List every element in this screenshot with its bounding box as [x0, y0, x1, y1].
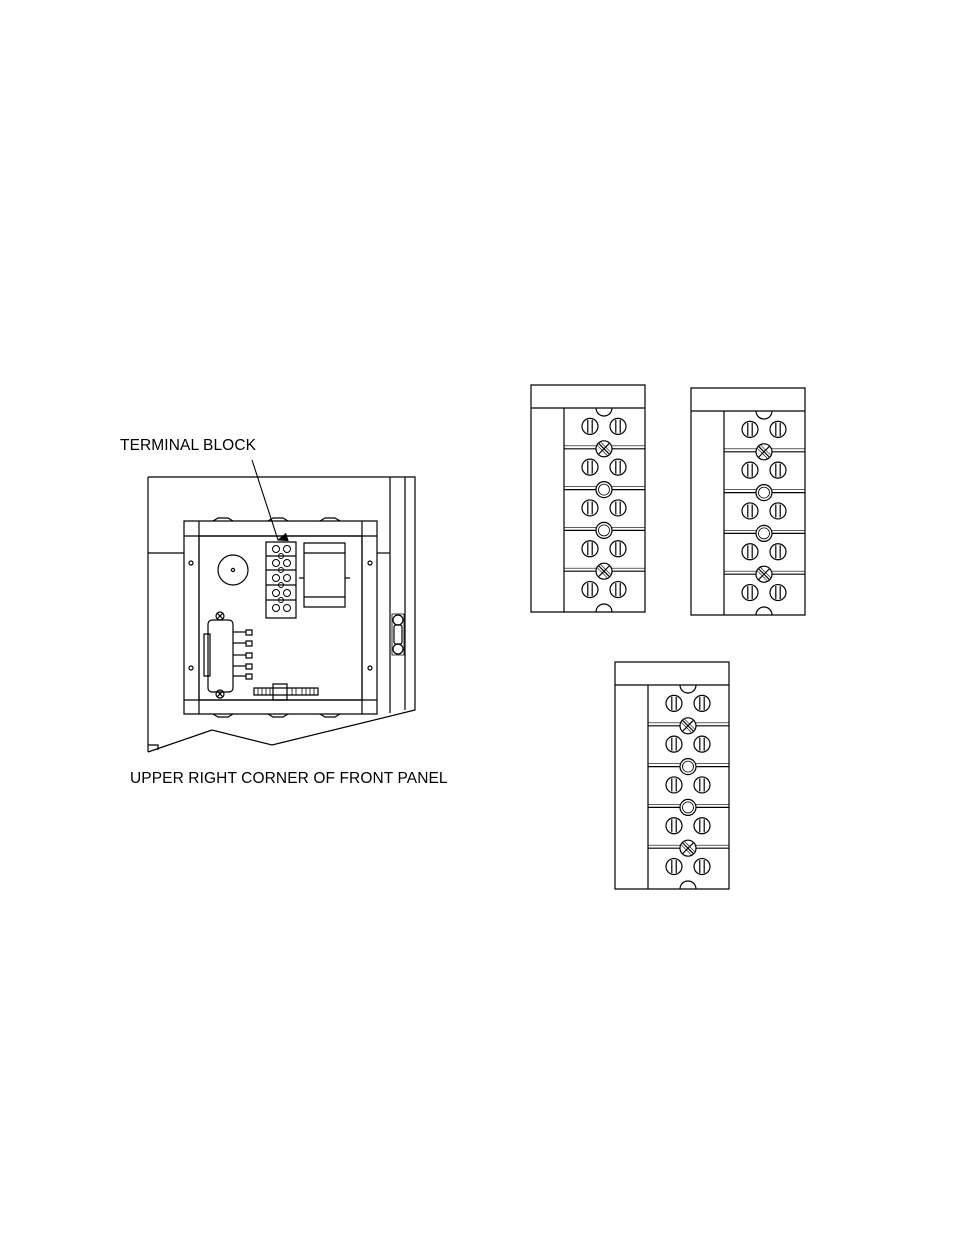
plain-screw-2 [680, 759, 696, 775]
round-component [218, 555, 248, 585]
slot-screw-right-5 [694, 859, 710, 875]
cross-screw-1 [680, 718, 696, 734]
slot-screw-right-2 [694, 736, 710, 752]
plain-screw-2 [756, 485, 772, 501]
slot-screw-left-5 [582, 582, 598, 598]
plain-screw-3 [756, 525, 772, 541]
slot-screw-left-3 [582, 500, 598, 516]
slot-screw-right-1 [694, 695, 710, 711]
plain-screw-2 [596, 482, 612, 498]
slot-screw-right-1 [610, 418, 626, 434]
plain-screw-3 [596, 522, 612, 538]
slot-screw-right-3 [770, 503, 786, 519]
slot-screw-left-3 [742, 503, 758, 519]
cross-screw-1 [756, 444, 772, 460]
cross-screw-1 [596, 441, 612, 457]
slot-screw-left-4 [582, 541, 598, 557]
slot-screw-left-4 [666, 818, 682, 834]
cross-screw-4 [680, 840, 696, 856]
relay [208, 620, 233, 692]
slot-screw-right-3 [694, 777, 710, 793]
slot-screw-right-5 [770, 585, 786, 601]
cross-screw-4 [756, 566, 772, 582]
slot-screw-right-4 [610, 541, 626, 557]
slot-screw-left-1 [742, 421, 758, 437]
slot-screw-left-1 [666, 695, 682, 711]
front-panel-drawing [148, 460, 415, 752]
terminal-block-detail-2 [691, 388, 805, 615]
cross-screw-4 [596, 563, 612, 579]
slot-screw-right-4 [770, 544, 786, 560]
slot-screw-left-5 [666, 859, 682, 875]
terminal-block-detail-1 [531, 385, 645, 612]
slot-screw-left-1 [582, 418, 598, 434]
slot-screw-right-5 [610, 582, 626, 598]
slot-screw-left-4 [742, 544, 758, 560]
slot-screw-right-2 [770, 462, 786, 478]
plain-screw-3 [680, 799, 696, 815]
slot-screw-left-2 [582, 459, 598, 475]
slot-screw-left-2 [666, 736, 682, 752]
slot-screw-left-2 [742, 462, 758, 478]
terminal-block-detail-3 [615, 662, 729, 889]
slot-screw-right-4 [694, 818, 710, 834]
connector-strip [254, 688, 318, 695]
slot-screw-left-3 [666, 777, 682, 793]
slot-screw-right-2 [610, 459, 626, 475]
latch-handle [392, 614, 404, 655]
slot-screw-right-3 [610, 500, 626, 516]
slot-screw-left-5 [742, 585, 758, 601]
slot-screw-right-1 [770, 421, 786, 437]
terminal-block-arrow [252, 460, 278, 540]
